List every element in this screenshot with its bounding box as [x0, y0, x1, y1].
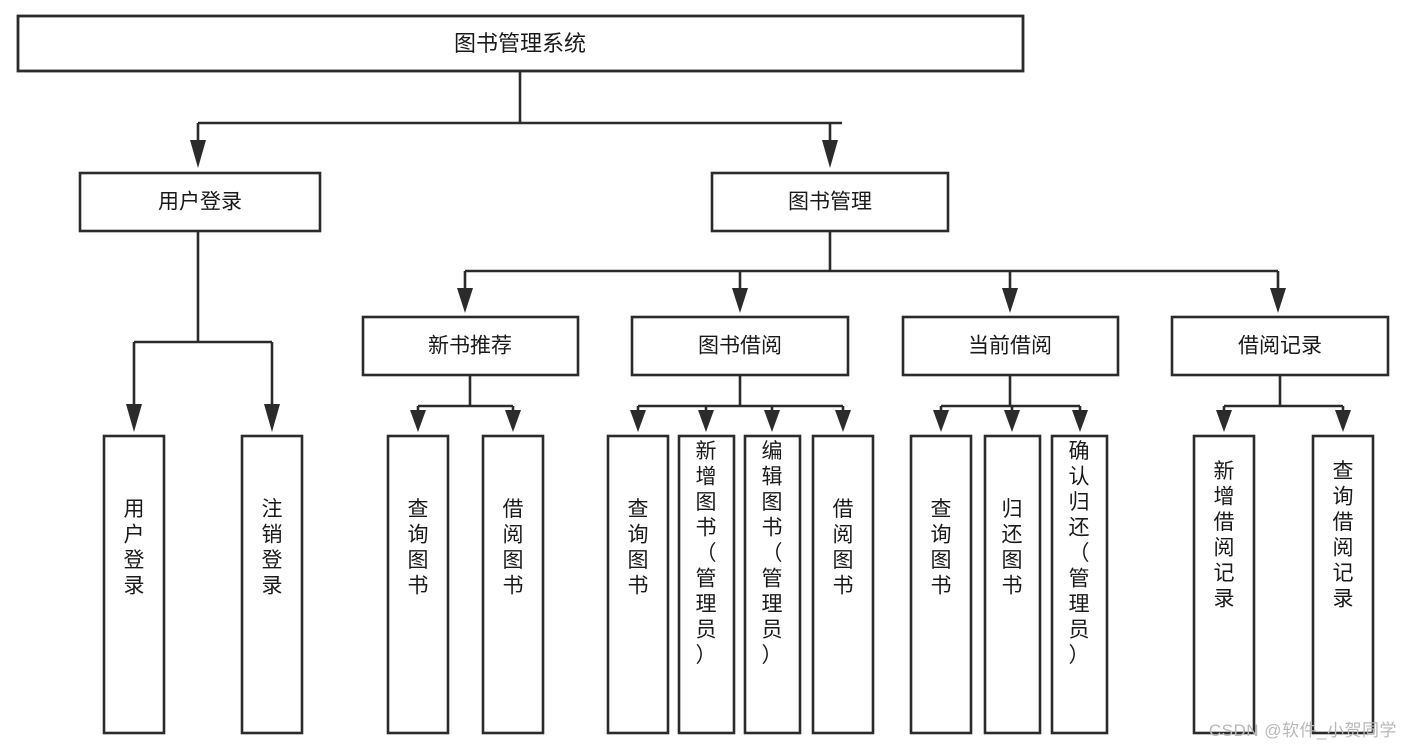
node-book-borrow-box[interactable] — [630, 315, 850, 377]
node-borrow-records[interactable]: 借阅记录 — [1170, 315, 1390, 377]
arrow-head-new-book-recommend — [457, 288, 473, 313]
node-leaf-query-book-borrow-box[interactable] — [606, 434, 670, 735]
node-leaf-query-book-borrow[interactable]: 查询图书 — [606, 434, 670, 735]
node-borrow-records-label: 借阅记录 — [1238, 335, 1322, 358]
node-leaf-borrow-book-box[interactable] — [811, 434, 875, 735]
node-user-login-label: 用户登录 — [158, 191, 242, 214]
node-leaf-logout-box[interactable] — [240, 434, 304, 735]
arrow-head-leaf-query-book-rec — [410, 410, 426, 432]
node-new-book-recommend[interactable]: 新书推荐 — [361, 315, 580, 377]
connector-new-book-recommend-to-leaves — [410, 375, 521, 432]
connector-book-management-to-level2 — [457, 231, 1286, 313]
node-leaf-user-login[interactable]: 用户登录 — [102, 434, 166, 735]
node-root-box[interactable] — [16, 14, 1025, 73]
arrow-head-leaf-query-book-borrow — [630, 410, 646, 432]
node-user-login[interactable]: 用户登录 — [78, 171, 322, 233]
node-leaf-add-book-box[interactable] — [677, 434, 736, 735]
connector-root-to-level1 — [190, 71, 842, 168]
arrow-head-leaf-borrow-book — [835, 410, 851, 432]
node-leaf-query-book-borrow-label: 查询图书 — [628, 498, 649, 598]
node-borrow-records-box[interactable] — [1170, 315, 1390, 377]
node-leaf-query-record[interactable]: 查询借阅记录 — [1311, 434, 1375, 735]
node-book-management[interactable]: 图书管理 — [710, 171, 950, 233]
node-leaf-add-record-label: 新增借阅记录 — [1214, 460, 1235, 611]
arrow-head-leaf-add-book — [698, 410, 714, 432]
node-new-book-recommend-box[interactable] — [361, 315, 580, 377]
arrow-head-user-login — [190, 140, 206, 168]
arrow-head-leaf-query-record — [1335, 410, 1351, 432]
node-leaf-add-book-label: 新增图书（管理员） — [696, 440, 717, 667]
node-user-login-box[interactable] — [78, 171, 322, 233]
node-root-label: 图书管理系统 — [454, 31, 586, 56]
arrow-head-leaf-add-record — [1216, 410, 1232, 432]
node-leaf-borrow-book-label: 借阅图书 — [833, 498, 854, 598]
node-leaf-query-book-rec[interactable]: 查询图书 — [386, 434, 450, 735]
connector-user-login-to-leaves — [126, 231, 280, 432]
node-book-borrow[interactable]: 图书借阅 — [630, 315, 850, 377]
node-leaf-query-record-box[interactable] — [1311, 434, 1375, 735]
node-leaf-add-record[interactable]: 新增借阅记录 — [1192, 434, 1256, 735]
node-leaf-query-book-rec-label: 查询图书 — [408, 498, 429, 598]
arrow-head-borrow-records — [1270, 288, 1286, 313]
node-leaf-add-record-box[interactable] — [1192, 434, 1256, 735]
node-leaf-borrow-book-rec[interactable]: 借阅图书 — [481, 434, 545, 735]
arrow-head-book-management — [822, 140, 838, 168]
node-leaf-return-book-box[interactable] — [983, 434, 1042, 735]
node-current-borrow-box[interactable] — [901, 315, 1120, 377]
arrow-head-book-borrow — [732, 288, 748, 313]
connector-current-borrow-to-leaves — [933, 375, 1088, 432]
arrow-head-leaf-logout — [264, 404, 280, 432]
node-leaf-confirm-return-box[interactable] — [1050, 434, 1109, 735]
arrow-head-leaf-return-book — [1004, 410, 1020, 432]
node-leaf-query-book-rec-box[interactable] — [386, 434, 450, 735]
arrow-head-leaf-user-login — [126, 404, 142, 432]
node-leaf-logout[interactable]: 注销登录 — [240, 434, 304, 735]
arrow-head-leaf-edit-book — [764, 410, 780, 432]
csdn-watermark: CSDN @软件_小贺同学 — [1208, 721, 1397, 740]
connector-book-borrow-to-leaves — [630, 375, 851, 432]
node-leaf-add-book[interactable]: 新增图书（管理员） — [677, 434, 736, 735]
node-leaf-logout-label: 注销登录 — [262, 498, 283, 598]
node-leaf-edit-book[interactable]: 编辑图书（管理员） — [743, 434, 802, 735]
node-root[interactable]: 图书管理系统 — [16, 14, 1025, 73]
node-leaf-query-record-label: 查询借阅记录 — [1333, 460, 1354, 611]
node-leaf-return-book-label: 归还图书 — [1002, 498, 1023, 598]
node-leaf-confirm-return-label: 确认归还（管理员） — [1069, 440, 1090, 667]
node-leaf-borrow-book-rec-box[interactable] — [481, 434, 545, 735]
node-current-borrow[interactable]: 当前借阅 — [901, 315, 1120, 377]
node-leaf-query-book-cur-box[interactable] — [909, 434, 973, 735]
node-leaf-edit-book-label: 编辑图书（管理员） — [762, 440, 783, 667]
node-leaf-query-book-cur[interactable]: 查询图书 — [909, 434, 973, 735]
arrow-head-leaf-query-book-cur — [933, 410, 949, 432]
node-book-management-box[interactable] — [710, 171, 950, 233]
connector-borrow-records-to-leaves — [1216, 375, 1351, 432]
node-book-management-label: 图书管理 — [788, 191, 872, 214]
node-leaf-return-book[interactable]: 归还图书 — [983, 434, 1042, 735]
arrow-head-leaf-confirm-return — [1072, 410, 1088, 432]
node-leaf-query-book-cur-label: 查询图书 — [931, 498, 952, 598]
node-new-book-recommend-label: 新书推荐 — [428, 335, 512, 358]
node-leaf-user-login-box[interactable] — [102, 434, 166, 735]
node-current-borrow-label: 当前借阅 — [968, 335, 1052, 358]
arrow-head-current-borrow — [1002, 288, 1018, 313]
arrow-head-leaf-borrow-book-rec — [505, 410, 521, 432]
node-leaf-user-login-label: 用户登录 — [124, 498, 145, 598]
node-leaf-borrow-book[interactable]: 借阅图书 — [811, 434, 875, 735]
node-leaf-confirm-return[interactable]: 确认归还（管理员） — [1050, 434, 1109, 735]
node-leaf-borrow-book-rec-label: 借阅图书 — [503, 498, 524, 598]
node-book-borrow-label: 图书借阅 — [698, 335, 782, 358]
node-leaf-edit-book-box[interactable] — [743, 434, 802, 735]
